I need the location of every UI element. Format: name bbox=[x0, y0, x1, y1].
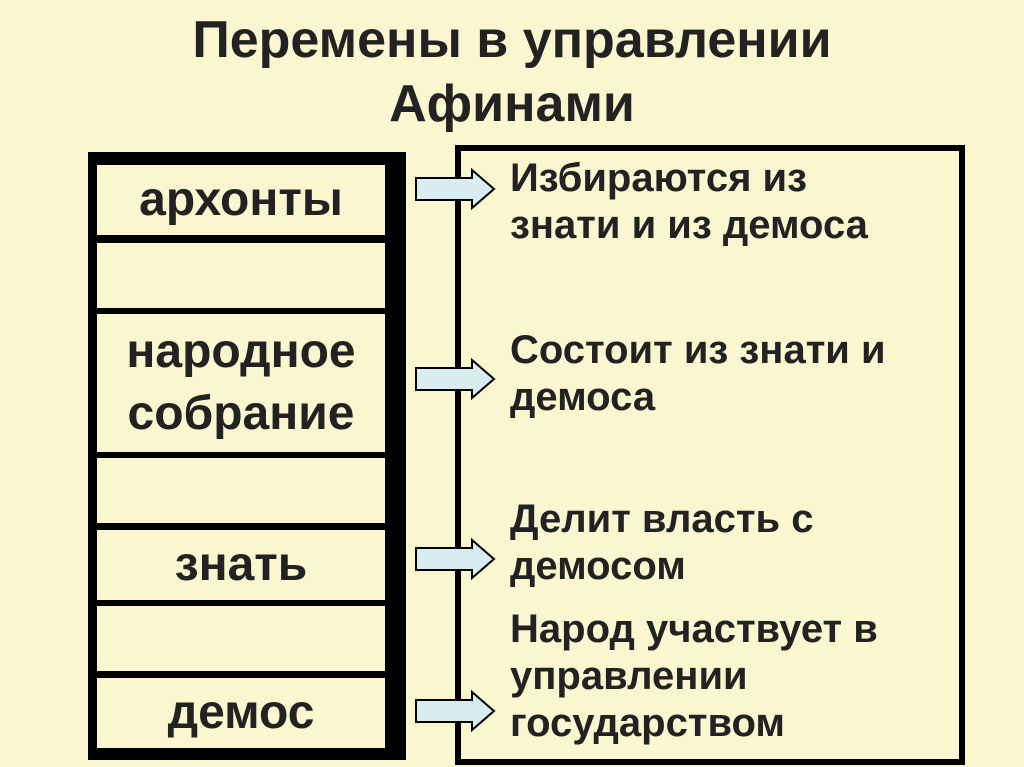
cell-archons: архонты bbox=[97, 165, 385, 235]
desc-demos: Народ участвует в управлении государство… bbox=[510, 606, 878, 747]
desc-archons: Избираются из знати и из демоса bbox=[510, 155, 868, 249]
arrow-archons bbox=[414, 168, 496, 210]
arrow-demos bbox=[414, 690, 496, 732]
institutions-column: архонты народное собрание знать демос bbox=[88, 152, 406, 760]
label-demos: демос bbox=[167, 686, 315, 739]
arrow-nobility bbox=[414, 538, 496, 580]
changes-box bbox=[455, 145, 965, 765]
title-line-1: Перемены в управлении bbox=[192, 11, 832, 69]
label-assembly-line-2: собрание bbox=[127, 387, 355, 440]
desc-assembly-line-2: демоса bbox=[510, 375, 656, 419]
cell-people-assembly: народное собрание bbox=[97, 314, 385, 452]
cell-empty-3 bbox=[97, 606, 385, 671]
desc-demos-line-3: государством bbox=[510, 701, 785, 745]
desc-nobility-line-2: демосом bbox=[510, 544, 686, 588]
desc-demos-line-1: Народ участвует в bbox=[510, 607, 878, 651]
desc-assembly-line-1: Состоит из знати и bbox=[510, 328, 886, 372]
label-archons: архонты bbox=[139, 173, 343, 226]
cell-demos: демос bbox=[97, 678, 385, 748]
desc-nobility-line-1: Делит власть с bbox=[510, 497, 814, 541]
label-nobility: знать bbox=[174, 538, 308, 591]
desc-demos-line-2: управлении bbox=[510, 654, 748, 698]
arrow-people-assembly bbox=[414, 358, 496, 400]
desc-archons-line-2: знати и из демоса bbox=[510, 203, 868, 247]
desc-archons-line-1: Избираются из bbox=[510, 156, 808, 200]
desc-people-assembly: Состоит из знати и демоса bbox=[510, 327, 886, 421]
cell-empty-1 bbox=[97, 243, 385, 308]
cell-nobility: знать bbox=[97, 530, 385, 600]
label-assembly-line-1: народное bbox=[126, 325, 356, 378]
cell-empty-2 bbox=[97, 458, 385, 523]
title-line-2: Афинами bbox=[389, 75, 635, 133]
desc-nobility: Делит власть с демосом bbox=[510, 496, 813, 590]
